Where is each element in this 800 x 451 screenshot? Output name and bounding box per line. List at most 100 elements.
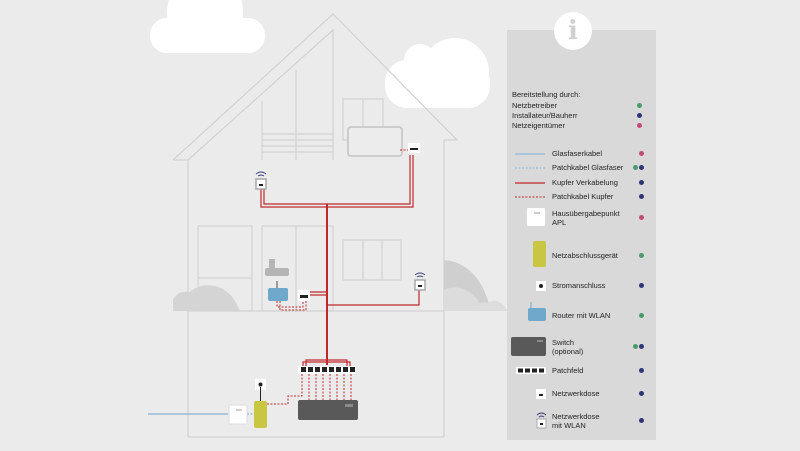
legend-item-fiber-patch: Patchkabel Glasfaser [512, 163, 652, 173]
legend-label: Patchfeld [552, 366, 584, 375]
legend-dots [639, 368, 644, 373]
wifi-network-socket-icon [536, 412, 547, 429]
legend-dots [639, 253, 644, 258]
apl-box [228, 404, 248, 425]
provider-dot-blue [639, 180, 644, 185]
provider-dots [637, 103, 642, 108]
legend-dots [639, 391, 644, 396]
provider-dot-blue [639, 368, 644, 373]
router-device [268, 281, 288, 301]
provider-dot-pink [639, 215, 644, 220]
legend-item-network-socket: Netzwerkdose [512, 389, 652, 399]
legend-label-line2: mit WLAN [552, 421, 586, 430]
fiber-patch-icon [515, 167, 545, 169]
legend-dots [639, 313, 644, 318]
info-icon: i [568, 16, 578, 46]
power-outlet [255, 379, 266, 402]
provider-dot-pink [639, 151, 644, 156]
provider-label: Netzeigentümer [512, 121, 565, 130]
copper-cabling [260, 155, 420, 366]
provider-dots [637, 123, 642, 128]
wall-display [347, 126, 403, 157]
legend-label: Switch(optional) [552, 338, 583, 356]
provider-label: Netzbetreiber [512, 101, 558, 110]
cloud-right [385, 38, 490, 108]
network-socket-icon [536, 389, 546, 399]
legend-label: Stromanschluss [552, 281, 606, 290]
patch-panel-icon [516, 367, 546, 374]
provider-dot-green [633, 344, 638, 349]
legend-item-copper-cable: Kupfer Verkabelung [512, 178, 652, 188]
provider-dot-blue [639, 418, 644, 423]
legend-label: Patchkabel Kupfer [552, 192, 614, 201]
ont-device [254, 401, 267, 428]
provider-dot-blue [637, 113, 642, 118]
legend-dots [639, 215, 644, 220]
copper-patch-icon [515, 196, 545, 198]
bush-right [444, 260, 508, 311]
provider-dot-green [639, 253, 644, 258]
legend-label: Patchkabel Glasfaser [552, 163, 624, 172]
router-icon [528, 302, 546, 321]
legend-item-power: Stromanschluss [512, 281, 652, 291]
legend-dots [633, 344, 644, 349]
provider-row: Installateur/Bauherr [512, 111, 647, 121]
network-socket-upper-right [408, 143, 420, 153]
legend-label-line1: Netzwerkdose [552, 412, 600, 421]
provider-row: Netzbetreiber [512, 101, 647, 111]
legend-dots [639, 194, 644, 199]
fiber-cable-icon [515, 153, 545, 155]
legend-label: Netzwerkdose [552, 389, 600, 398]
apl-box-icon [527, 208, 545, 226]
legend-dots [639, 151, 644, 156]
provider-row: Netzeigentümer [512, 121, 647, 131]
provider-dot-blue [639, 391, 644, 396]
legend-item-fiber-cable: Glasfaserkabel [512, 149, 652, 159]
legend-dots [639, 180, 644, 185]
copper-patch-cabling [267, 149, 410, 405]
provider-dot-green [633, 165, 638, 170]
provider-dot-blue [639, 165, 644, 170]
switch-device [298, 400, 358, 420]
switch-icon [511, 337, 546, 356]
legend-dots [639, 283, 644, 288]
legend-label-line2: (optional) [552, 347, 584, 356]
legend-label: Netzabschlussgerät [552, 251, 618, 260]
network-socket-ground [298, 290, 310, 301]
legend-label: Router mit WLAN [552, 311, 611, 320]
provider-dot-pink [637, 123, 642, 128]
wifi-network-socket-ground-right [414, 272, 426, 291]
provider-dots [637, 113, 642, 118]
provider-label: Installateur/Bauherr [512, 111, 578, 120]
legend-label: Kupfer Verkabelung [552, 178, 618, 187]
legend-label-line2: APL [552, 218, 567, 227]
legend-item-switch: Switch(optional) [511, 337, 652, 357]
legend-item-patch-panel: Patchfeld [512, 366, 652, 376]
legend-label-line1: Hausübergabepunkt [552, 209, 620, 218]
legend-item-router: Router mit WLAN [512, 302, 652, 322]
power-outlet-icon [536, 281, 546, 291]
cloud-left [150, 0, 265, 53]
provision-title: Bereitstellung durch: [512, 90, 581, 99]
legend-item-ont: Netzabschlussgerät [512, 241, 652, 267]
provider-dot-blue [639, 283, 644, 288]
ont-device-icon [533, 241, 546, 267]
provider-dot-green [639, 313, 644, 318]
patch-panel [298, 366, 356, 374]
legend-dots [639, 418, 644, 423]
legend-label: Glasfaserkabel [552, 149, 603, 158]
copper-cable-icon [515, 182, 545, 184]
info-button[interactable]: i [554, 12, 592, 50]
legend-dots [633, 165, 644, 170]
provider-dot-blue [639, 344, 644, 349]
provider-dot-green [637, 103, 642, 108]
legend-item-copper-patch: Patchkabel Kupfer [512, 192, 652, 202]
bush-left [173, 285, 240, 311]
phone-icon [265, 259, 289, 276]
wifi-network-socket-upper-left [255, 171, 267, 190]
